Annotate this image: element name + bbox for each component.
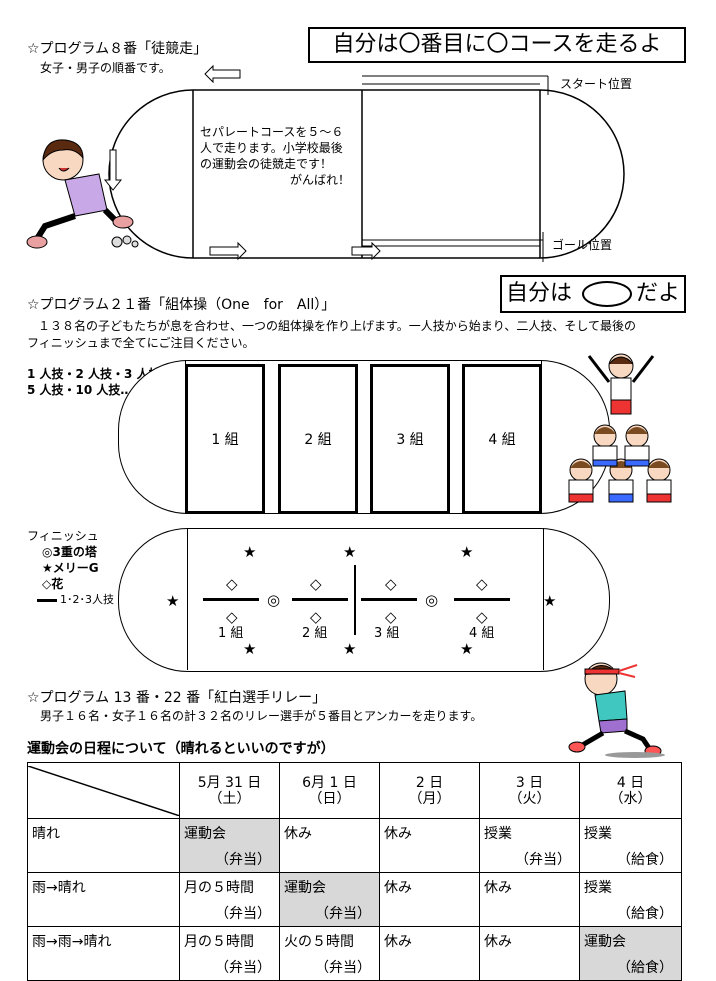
program21-title: ☆プログラム２１番「組体操（One for All）」	[27, 297, 336, 313]
table-cell: 休み	[479, 926, 580, 981]
row-label: 晴れ	[27, 818, 180, 873]
program21-desc-2: フィニッシュまで全てにご注目ください。	[27, 336, 255, 350]
diamond-icon: ◇	[226, 575, 238, 593]
relay-desc: 男子１６名・女子１６名の計３２名のリレー選手が５番目とアンカーを走ります。	[40, 709, 483, 723]
legend-techniques: 1･2･3人技	[60, 593, 114, 606]
running-boy-illustration	[568, 662, 665, 758]
header-cell: 5月 31 日（土）	[179, 762, 280, 819]
double-circle-icon: ◎	[425, 591, 439, 609]
table-cell: 月の５時間（弁当）	[179, 872, 280, 927]
diamond-icon: ◇	[385, 608, 397, 626]
program21-desc-1: １３８名の子どもたちが息を合わせ、一つの組体操を作り上げます。一人技から始まり、…	[38, 319, 636, 333]
diamond-icon: ◇	[385, 575, 397, 593]
my-group-box: 自分は だよ	[500, 275, 686, 313]
my-order-box: 自分は〇番目に〇コースを走るよ	[308, 27, 686, 63]
table-cell: 運動会（弁当）	[179, 818, 280, 873]
star-icon: ★	[460, 640, 474, 658]
program8-note: 女子・男子の順番です。	[40, 61, 171, 75]
table-cell: 火の５時間（弁当）	[279, 926, 380, 981]
header-cell: 2 日（月）	[379, 762, 480, 819]
star-icon: ★	[543, 592, 557, 610]
line-formation	[203, 598, 259, 601]
table-cell: 休み	[379, 872, 480, 927]
schedule-title: 運動会の日程について（晴れるといいのですが）	[27, 741, 335, 757]
line-formation	[292, 598, 348, 601]
techniques-label-2: 5 人技・10 人技…	[27, 383, 133, 397]
legend-flower: ◇花	[42, 577, 64, 591]
schedule-table: 5月 31 日（土） 6月 1 日（日） 2 日（月） 3 日（火） 4 日（水…	[27, 762, 682, 981]
table-cell: 運動会（給食）	[579, 926, 682, 981]
legend-line-icon	[37, 599, 57, 602]
start-position-label: スタート位置	[560, 77, 633, 91]
program8-title: ☆プログラム８番「徒競走」	[27, 41, 208, 57]
techniques-label-1: 1 人技・2 人技・3 人技	[27, 367, 161, 381]
race-track-diagram	[103, 64, 625, 262]
star-icon: ★	[343, 640, 357, 658]
star-icon: ★	[243, 543, 257, 561]
table-header-row: 5月 31 日（土） 6月 1 日（日） 2 日（月） 3 日（火） 4 日（水…	[27, 762, 682, 819]
group-box-1: 1 組	[185, 364, 265, 514]
pyramid-kids-illustration	[568, 353, 672, 503]
table-row: 雨→雨→晴れ 月の５時間（弁当） 火の５時間（弁当） 休み 休み 運動会（給食）	[27, 926, 682, 981]
finish-group-2: 2 組	[302, 626, 328, 641]
diamond-icon: ◇	[310, 575, 322, 593]
star-icon: ★	[460, 543, 474, 561]
legend-merry-go-round: ★メリーG	[42, 561, 99, 575]
line-formation	[454, 598, 510, 601]
finish-group-4: 4 組	[469, 626, 495, 641]
header-cell: 6月 1 日（日）	[279, 762, 380, 819]
table-cell: 授業（弁当）	[479, 818, 580, 873]
star-icon: ★	[166, 592, 180, 610]
table-cell: 授業（給食）	[579, 818, 682, 873]
table-cell: 授業（給食）	[579, 872, 682, 927]
double-circle-icon: ◎	[267, 591, 281, 609]
blank-oval	[582, 281, 632, 307]
row-label: 雨→雨→晴れ	[27, 926, 180, 981]
table-cell: 休み	[479, 872, 580, 927]
table-row: 晴れ 運動会（弁当） 休み 休み 授業（弁当） 授業（給食）	[27, 818, 682, 873]
track-description: セパレートコースを５～６ 人で走ります。小学校最後 の運動会の徒競走です！ がん…	[200, 125, 350, 187]
legend-tower: ◎3重の塔	[42, 545, 97, 559]
diamond-icon: ◇	[476, 575, 488, 593]
diamond-icon: ◇	[476, 608, 488, 626]
group-box-3: 3 組	[370, 364, 450, 514]
group-box-4: 4 組	[462, 364, 542, 514]
header-cell: 4 日（水）	[579, 762, 682, 819]
star-icon: ★	[343, 543, 357, 561]
table-row: 雨→晴れ 月の５時間（弁当） 運動会（弁当） 休み 休み 授業（給食）	[27, 872, 682, 927]
header-cell: 3 日（火）	[479, 762, 580, 819]
corner-cell	[27, 762, 180, 819]
running-girl-illustration	[26, 139, 139, 249]
diamond-icon: ◇	[310, 608, 322, 626]
finish-group-3: 3 組	[374, 626, 400, 641]
finish-group-1: 1 組	[218, 626, 244, 641]
finish-title: フィニッシュ	[27, 529, 99, 543]
table-cell: 運動会（弁当）	[279, 872, 380, 927]
row-label: 雨→晴れ	[27, 872, 180, 927]
table-cell: 休み	[279, 818, 380, 873]
relay-title: ☆プログラム 13 番・22 番「紅白選手リレー」	[27, 690, 327, 706]
diamond-icon: ◇	[226, 608, 238, 626]
table-cell: 休み	[379, 818, 480, 873]
star-icon: ★	[243, 640, 257, 658]
table-cell: 月の５時間（弁当）	[179, 926, 280, 981]
goal-position-label: ゴール位置	[552, 238, 613, 252]
group-box-2: 2 組	[278, 364, 358, 514]
line-formation	[361, 598, 417, 601]
table-cell: 休み	[379, 926, 480, 981]
